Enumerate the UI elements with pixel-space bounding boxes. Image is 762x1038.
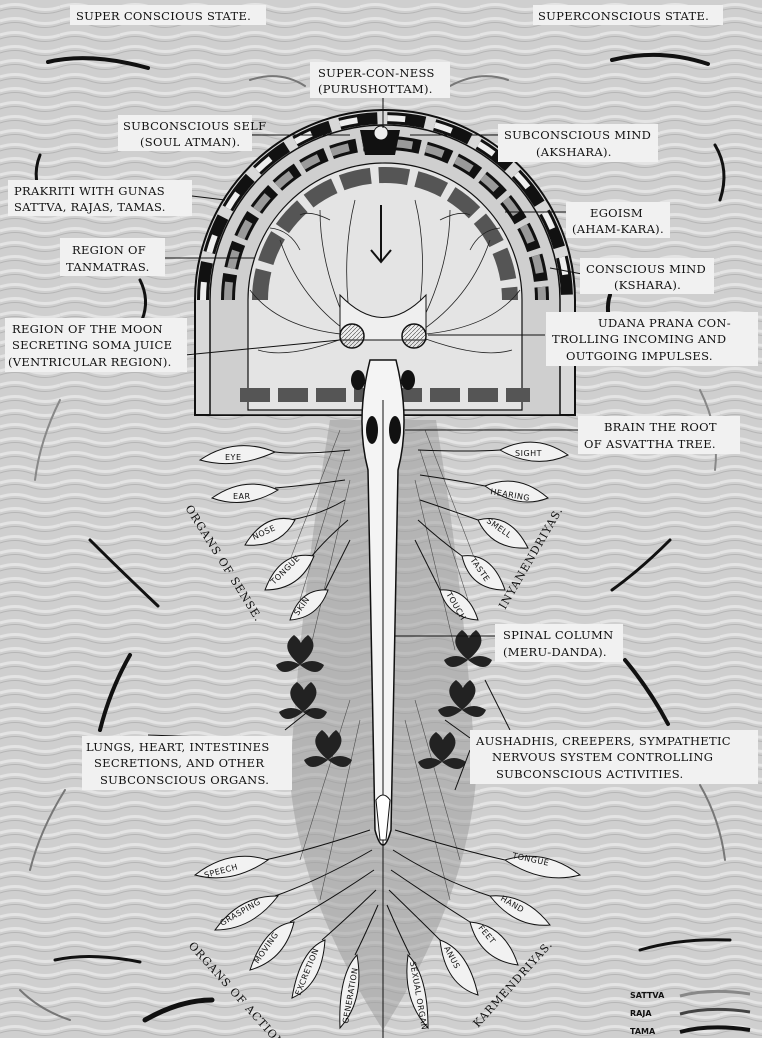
label-purushottam: SUPER-CON-NESS (PURUSHOTTAM). — [310, 62, 450, 98]
label-udana-prana: UDANA PRANA CON- TROLLING INCOMING AND O… — [546, 312, 758, 366]
svg-text:OUTGOING IMPULSES.: OUTGOING IMPULSES. — [566, 349, 713, 363]
svg-text:SUBCONSCIOUS ORGANS.: SUBCONSCIOUS ORGANS. — [100, 773, 269, 787]
svg-text:PRAKRITI WITH GUNAS: PRAKRITI WITH GUNAS — [14, 184, 165, 198]
svg-text:LUNGS, HEART, INTESTINES: LUNGS, HEART, INTESTINES — [86, 740, 270, 754]
label-tanmatras: REGION OF TANMATRAS. — [60, 238, 165, 276]
label-moon: REGION OF THE MOON SECRETING SOMA JUICE … — [5, 318, 187, 372]
svg-text:SUBCONSCIOUS MIND: SUBCONSCIOUS MIND — [504, 128, 651, 142]
legend-label-sattva: SATTVA — [630, 991, 665, 1000]
svg-text:(MERU-DANDA).: (MERU-DANDA). — [503, 645, 607, 659]
label-super-conscious-left: SUPER CONSCIOUS STATE. — [70, 5, 266, 25]
legend-label-raja: RAJA — [630, 1009, 652, 1018]
svg-text:SUBCONSCIOUS SELF: SUBCONSCIOUS SELF — [123, 119, 266, 133]
svg-text:AUSHADHIS, CREEPERS, SYMPATHET: AUSHADHIS, CREEPERS, SYMPATHETIC — [475, 734, 731, 748]
svg-text:EGOISM: EGOISM — [590, 206, 643, 220]
leaf-label-sight: SIGHT — [515, 449, 542, 458]
label-brain-root: BRAIN THE ROOT OF ASVATTHA TREE. — [578, 416, 740, 454]
label-subconscious-self: SUBCONSCIOUS SELF (SOUL ATMAN). — [118, 115, 266, 151]
svg-text:UDANA PRANA CON-: UDANA PRANA CON- — [598, 316, 731, 330]
svg-text:(KSHARA).: (KSHARA). — [614, 278, 681, 292]
svg-text:(AHAM-KARA).: (AHAM-KARA). — [572, 222, 664, 236]
svg-text:(PURUSHOTTAM).: (PURUSHOTTAM). — [318, 82, 433, 96]
svg-text:SPINAL COLUMN: SPINAL COLUMN — [503, 628, 613, 642]
svg-text:TANMATRAS.: TANMATRAS. — [66, 260, 150, 274]
label-conscious-mind: CONSCIOUS MIND (KSHARA). — [580, 258, 714, 294]
label-egoism: EGOISM (AHAM-KARA). — [566, 202, 670, 238]
svg-text:SECRETING SOMA JUICE: SECRETING SOMA JUICE — [12, 338, 172, 352]
leaf-label-eye: EYE — [225, 453, 242, 462]
label-subconscious-mind: SUBCONSCIOUS MIND (AKSHARA). — [498, 124, 658, 162]
svg-text:BRAIN THE ROOT: BRAIN THE ROOT — [604, 420, 717, 434]
svg-text:TROLLING INCOMING AND: TROLLING INCOMING AND — [552, 332, 726, 346]
label-lungs-heart: LUNGS, HEART, INTESTINES SECRETIONS, AND… — [82, 736, 292, 790]
label-super-conscious-right: SUPERCONSCIOUS STATE. — [533, 5, 723, 25]
svg-text:(AKSHARA).: (AKSHARA). — [536, 145, 612, 159]
svg-text:SECRETIONS, AND OTHER: SECRETIONS, AND OTHER — [94, 756, 264, 770]
svg-text:REGION OF THE MOON: REGION OF THE MOON — [12, 322, 163, 336]
svg-text:SATTVA, RAJAS, TAMAS.: SATTVA, RAJAS, TAMAS. — [14, 200, 166, 214]
svg-text:SUPER CONSCIOUS STATE.: SUPER CONSCIOUS STATE. — [76, 9, 251, 23]
svg-text:(VENTRICULAR REGION).: (VENTRICULAR REGION). — [8, 355, 172, 369]
svg-text:SUPER-CON-NESS: SUPER-CON-NESS — [318, 66, 435, 80]
label-spinal-column: SPINAL COLUMN (MERU-DANDA). — [495, 624, 623, 662]
svg-text:NERVOUS SYSTEM CONTROLLING: NERVOUS SYSTEM CONTROLLING — [492, 750, 713, 764]
svg-text:REGION OF: REGION OF — [72, 243, 146, 257]
svg-text:OF ASVATTHA TREE.: OF ASVATTHA TREE. — [584, 437, 716, 451]
svg-text:SUPERCONSCIOUS STATE.: SUPERCONSCIOUS STATE. — [538, 9, 709, 23]
legend-label-tama: TAMA — [630, 1027, 656, 1036]
svg-text:CONSCIOUS MIND: CONSCIOUS MIND — [586, 262, 706, 276]
leaf-label-ear: EAR — [233, 492, 251, 501]
svg-text:(SOUL ATMAN).: (SOUL ATMAN). — [140, 135, 240, 149]
label-prakriti: PRAKRITI WITH GUNAS SATTVA, RAJAS, TAMAS… — [8, 180, 192, 216]
label-aushadhis: AUSHADHIS, CREEPERS, SYMPATHETIC NERVOUS… — [470, 730, 758, 784]
svg-text:SUBCONSCIOUS ACTIVITIES.: SUBCONSCIOUS ACTIVITIES. — [496, 767, 684, 781]
